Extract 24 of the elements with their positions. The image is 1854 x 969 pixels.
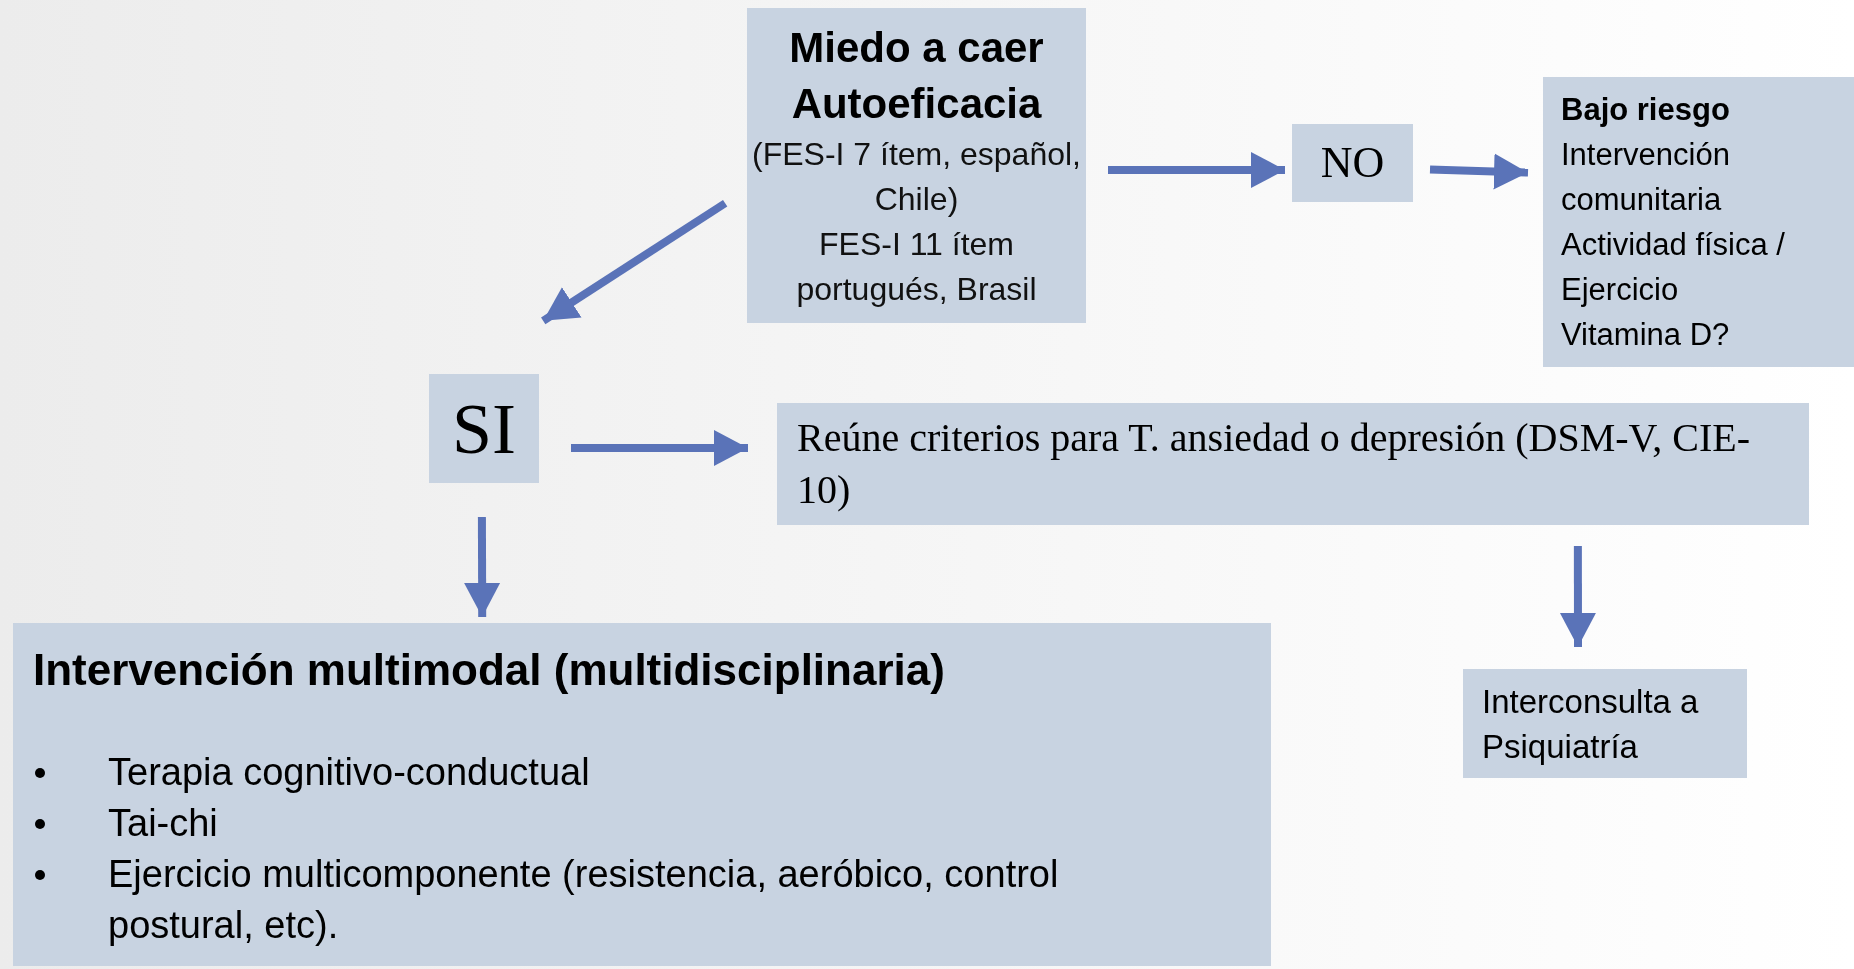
box-text: Actividad física / Ejercicio <box>1561 226 1786 309</box>
box-text: Vitamina D? <box>1561 316 1731 354</box>
process-box <box>747 8 1086 323</box>
box-text: Reúne criterios para T. ansiedad o depresión (DSM-V, CIE-10) <box>797 414 1752 514</box>
process-box <box>777 403 1809 525</box>
process-box <box>429 374 539 483</box>
list-item: Tai-chi <box>108 801 219 846</box>
process-box <box>1543 77 1854 367</box>
box-text: FES-I 11 ítem portugués, Brasil <box>795 224 1038 309</box>
box-heading: Bajo riesgo <box>1561 91 1731 129</box>
process-box <box>1292 124 1413 202</box>
box-text: (FES-I 7 ítem, español, Chile) <box>751 134 1082 219</box>
list-item: Terapia cognitivo-conductual <box>108 750 591 795</box>
list-item: Ejercicio multicomponente (resistencia, aeróbico, control postural, etc). <box>108 852 1060 948</box>
arrow <box>541 199 728 325</box>
box-heading: Intervención multimodal (multidisciplinaria) <box>33 644 946 696</box>
box-text: SI <box>452 387 516 471</box>
process-box <box>1463 669 1747 778</box>
box-text: Intervención comunitaria <box>1561 136 1731 219</box>
box-text: Interconsulta a Psiquiatría <box>1482 681 1700 767</box>
process-box <box>13 623 1271 966</box>
box-heading: Autoeficacia <box>791 78 1042 129</box>
box-text: NO <box>1320 137 1385 189</box>
box-heading: Miedo a caer <box>789 22 1044 73</box>
